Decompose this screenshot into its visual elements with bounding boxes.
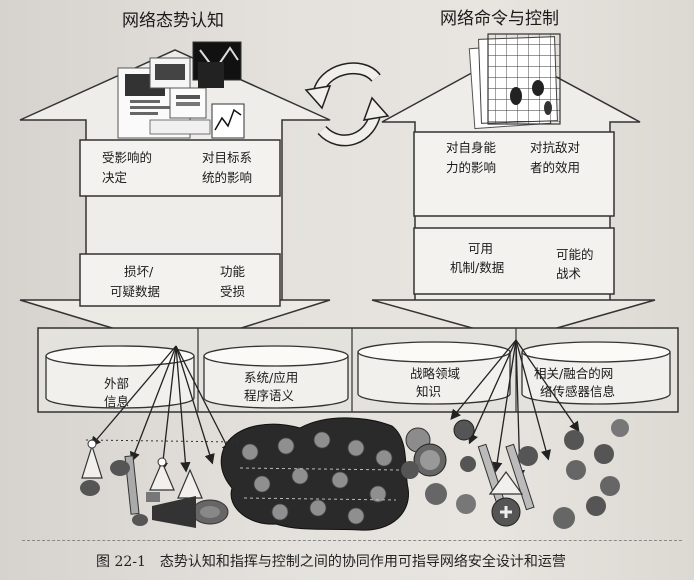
left-upper-col2-line2: 统的影响 [202,170,252,185]
figure-diagram: 网络态势认知 网络命令与控制 受影响的 决定 对目标系 统的影响 损坏/ 可疑数… [19,9,679,531]
db2-line2: 程序语义 [244,388,295,403]
right-lower-col2-line2: 战术 [556,266,582,281]
left-upper-box: 受影响的 决定 对目标系 统的影响 [79,139,281,197]
db3-line2: 知识 [416,384,441,399]
right-lower-col1-line1: 可用 [468,241,493,256]
left-lower-col1-line1: 损坏/ [124,264,154,279]
db2-line1: 系统/应用 [244,370,298,385]
left-lower-col2-line2: 受损 [220,284,246,299]
database-cylinder-3: 战略领域 知识 [357,341,511,405]
figure-caption: 图 22-1 态势认知和指挥与控制之间的协同作用可指导网络安全设计和运营 [96,551,656,571]
right-upper-col1-line2: 力的影响 [446,160,496,175]
command-grid-image [468,33,561,130]
database-cylinder-2: 系统/应用 程序语义 [203,345,349,409]
right-upper-col2-line2: 者的效用 [530,160,580,175]
left-title: 网络态势认知 [122,11,224,31]
right-lower-col1-line2: 机制/数据 [450,260,504,275]
db3-line1: 战略领域 [410,366,460,381]
left-upper-col2-line1: 对目标系 [202,150,252,165]
left-lower-col2-line1: 功能 [220,264,246,279]
right-title: 网络命令与控制 [440,9,559,29]
right-lower-col2-line1: 可能的 [556,247,594,262]
db1-line1: 外部 [104,376,129,391]
cycle-arrows-icon [304,62,390,147]
right-down-arrow [371,299,656,341]
left-upper-col1-line2: 决定 [102,170,127,185]
db4-line2: 络传感器信息 [540,384,615,399]
caption-number: 图 22-1 [96,554,146,570]
left-connector-lines [90,345,232,473]
right-upper-col1-line1: 对自身能 [446,140,497,155]
right-network-nodes [401,419,629,529]
left-upper-col1-line1: 受影响的 [102,150,152,165]
left-network-nodes [80,439,241,528]
database-cylinder-4: 相关/融合的网 络传感器信息 [521,341,671,405]
left-lower-box: 损坏/ 可疑数据 功能 受损 [79,253,281,307]
caption-text: 态势认知和指挥与控制之间的协同作用可指导网络安全设计和运营 [159,554,566,570]
db1-line2: 信息 [104,394,129,409]
right-lower-box: 可用 机制/数据 可能的 战术 [413,227,615,295]
situational-screens-image [117,41,245,139]
caption-divider [22,540,682,541]
right-upper-box: 对自身能 力的影响 对抗敌对 者的效用 [413,131,615,217]
right-upper-col2-line1: 对抗敌对 [530,140,580,155]
network-cloud [220,417,409,531]
db4-line1: 相关/融合的网 [534,366,613,381]
left-lower-col1-line2: 可疑数据 [110,284,160,299]
